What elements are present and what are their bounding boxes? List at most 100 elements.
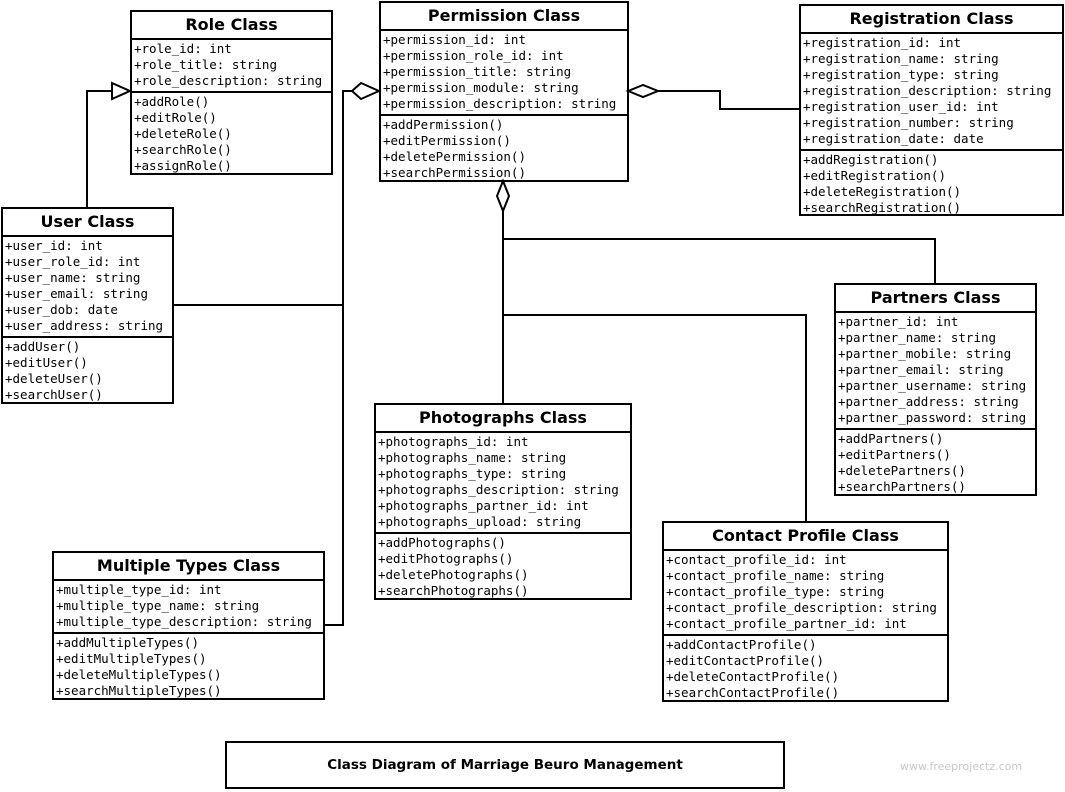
method: +deleteUser() xyxy=(5,371,103,386)
attributes: +role_id: int+role_title: string+role_de… xyxy=(132,40,331,93)
attribute: +partner_name: string xyxy=(838,330,997,345)
permission-contactprofile-line xyxy=(503,314,807,521)
method: +assignRole() xyxy=(134,158,232,173)
class-partners[interactable]: Partners Class +partner_id: int+partner_… xyxy=(834,283,1037,496)
attributes: +permission_id: int+permission_role_id: … xyxy=(381,31,627,116)
method: +editPermission() xyxy=(383,133,511,148)
attribute: +registration_number: string xyxy=(803,115,1014,130)
method: +searchRole() xyxy=(134,142,232,157)
attribute: +permission_title: string xyxy=(383,64,572,79)
method: +deletePermission() xyxy=(383,149,526,164)
method: +editPartners() xyxy=(838,447,951,462)
attribute: +registration_id: int xyxy=(803,35,962,50)
attributes: +user_id: int+user_role_id: int+user_nam… xyxy=(3,237,172,338)
attribute: +multiple_type_description: string xyxy=(56,614,312,629)
attribute: +partner_username: string xyxy=(838,378,1027,393)
attribute: +role_id: int xyxy=(134,41,232,56)
attribute: +contact_profile_type: string xyxy=(666,584,885,599)
class-permission[interactable]: Permission Class +permission_id: int+per… xyxy=(379,1,629,182)
attribute: +photographs_partner_id: int xyxy=(378,498,589,513)
attribute: +user_name: string xyxy=(5,270,141,285)
aggregation-diamond-right xyxy=(625,83,661,99)
attribute: +partner_mobile: string xyxy=(838,346,1012,361)
methods: +addPhotographs()+editPhotographs()+dele… xyxy=(376,534,630,601)
method: +deletePhotographs() xyxy=(378,567,529,582)
attribute: +registration_type: string xyxy=(803,67,999,82)
class-name: Contact Profile Class xyxy=(664,523,947,551)
permission-partners-line xyxy=(503,238,936,283)
attributes: +contact_profile_id: int+contact_profile… xyxy=(664,551,947,636)
attribute: +photographs_type: string xyxy=(378,466,567,481)
attribute: +photographs_upload: string xyxy=(378,514,582,529)
watermark: www.freeprojectz.com xyxy=(900,760,1023,773)
class-role[interactable]: Role Class +role_id: int+role_title: str… xyxy=(130,10,333,175)
attribute: +multiple_type_name: string xyxy=(56,598,260,613)
method: +addPartners() xyxy=(838,431,944,446)
method: +searchUser() xyxy=(5,387,103,402)
attributes: +multiple_type_id: int+multiple_type_nam… xyxy=(54,581,323,634)
aggregation-diamond-bottom xyxy=(495,178,511,214)
attribute: +registration_date: date xyxy=(803,131,984,146)
attribute: +contact_profile_name: string xyxy=(666,568,885,583)
method: +editRegistration() xyxy=(803,168,946,183)
methods: +addUser()+editUser()+deleteUser()+searc… xyxy=(3,338,172,405)
class-name: User Class xyxy=(3,209,172,237)
method: +addUser() xyxy=(5,339,81,354)
attribute: +permission_description: string xyxy=(383,96,617,111)
method: +editContactProfile() xyxy=(666,653,825,668)
methods: +addMultipleTypes()+editMultipleTypes() +… xyxy=(54,634,323,701)
method: +editUser() xyxy=(5,355,88,370)
method: +editRole() xyxy=(134,110,217,125)
method: +searchRegistration() xyxy=(803,200,962,215)
method: +searchPhotographs() xyxy=(378,583,529,598)
attribute: +partner_id: int xyxy=(838,314,959,329)
method: +editPhotographs() xyxy=(378,551,514,566)
class-multiple-types[interactable]: Multiple Types Class +multiple_type_id: … xyxy=(52,551,325,700)
attribute: +contact_profile_id: int xyxy=(666,552,847,567)
permission-left-arrowhead xyxy=(350,81,382,101)
attribute: +user_role_id: int xyxy=(5,254,141,269)
class-name: Multiple Types Class xyxy=(54,553,323,581)
class-name: Role Class xyxy=(132,12,331,40)
attribute: +contact_profile_description: string xyxy=(666,600,937,615)
methods: +addRole()+editRole()+deleteRole()+searc… xyxy=(132,93,331,176)
method: +addPermission() xyxy=(383,117,504,132)
attribute: +user_dob: date xyxy=(5,302,118,317)
method: +addPhotographs() xyxy=(378,535,506,550)
class-name: Photographs Class xyxy=(376,405,630,433)
class-contact-profile[interactable]: Contact Profile Class +contact_profile_i… xyxy=(662,521,949,702)
permission-registration-aggregation xyxy=(658,90,799,110)
attribute: +contact_profile_partner_id: int xyxy=(666,616,907,631)
method: +editMultipleTypes() xyxy=(56,651,207,666)
method: +deleteRegistration() xyxy=(803,184,962,199)
attributes: +photographs_id: int+photographs_name: s… xyxy=(376,433,630,534)
multipletypes-permission-line xyxy=(324,305,344,626)
attribute: +partner_password: string xyxy=(838,410,1027,425)
attribute: +permission_role_id: int xyxy=(383,48,564,63)
attribute: +permission_id: int xyxy=(383,32,526,47)
class-name: Permission Class xyxy=(381,3,627,31)
method: +addContactProfile() xyxy=(666,637,817,652)
class-user[interactable]: User Class +user_id: int+user_role_id: i… xyxy=(1,207,174,404)
methods: +addPartners()+editPartners()+deletePart… xyxy=(836,430,1035,497)
methods: +addPermission()+editPermission()+delete… xyxy=(381,116,627,183)
attribute: +partner_address: string xyxy=(838,394,1019,409)
attribute: +photographs_name: string xyxy=(378,450,567,465)
attribute: +registration_user_id: int xyxy=(803,99,999,114)
class-registration[interactable]: Registration Class +registration_id: int… xyxy=(799,4,1064,216)
attribute: +user_address: string xyxy=(5,318,164,333)
attribute: +multiple_type_id: int xyxy=(56,582,222,597)
attribute: +user_email: string xyxy=(5,286,148,301)
method: +deletePartners() xyxy=(838,463,966,478)
method: +addRegistration() xyxy=(803,152,939,167)
method: +deleteContactProfile() xyxy=(666,669,840,684)
methods: +addRegistration()+editRegistration()+de… xyxy=(801,151,1062,218)
method: +searchMultipleTypes() xyxy=(56,683,222,698)
attribute: +partner_email: string xyxy=(838,362,1004,377)
attribute: +registration_description: string xyxy=(803,83,1052,98)
class-photographs[interactable]: Photographs Class +photographs_id: int+p… xyxy=(374,403,632,600)
method: +addMultipleTypes() xyxy=(56,635,199,650)
attribute: +photographs_id: int xyxy=(378,434,529,449)
user-role-generalization xyxy=(86,90,112,207)
method: +addRole() xyxy=(134,94,210,109)
